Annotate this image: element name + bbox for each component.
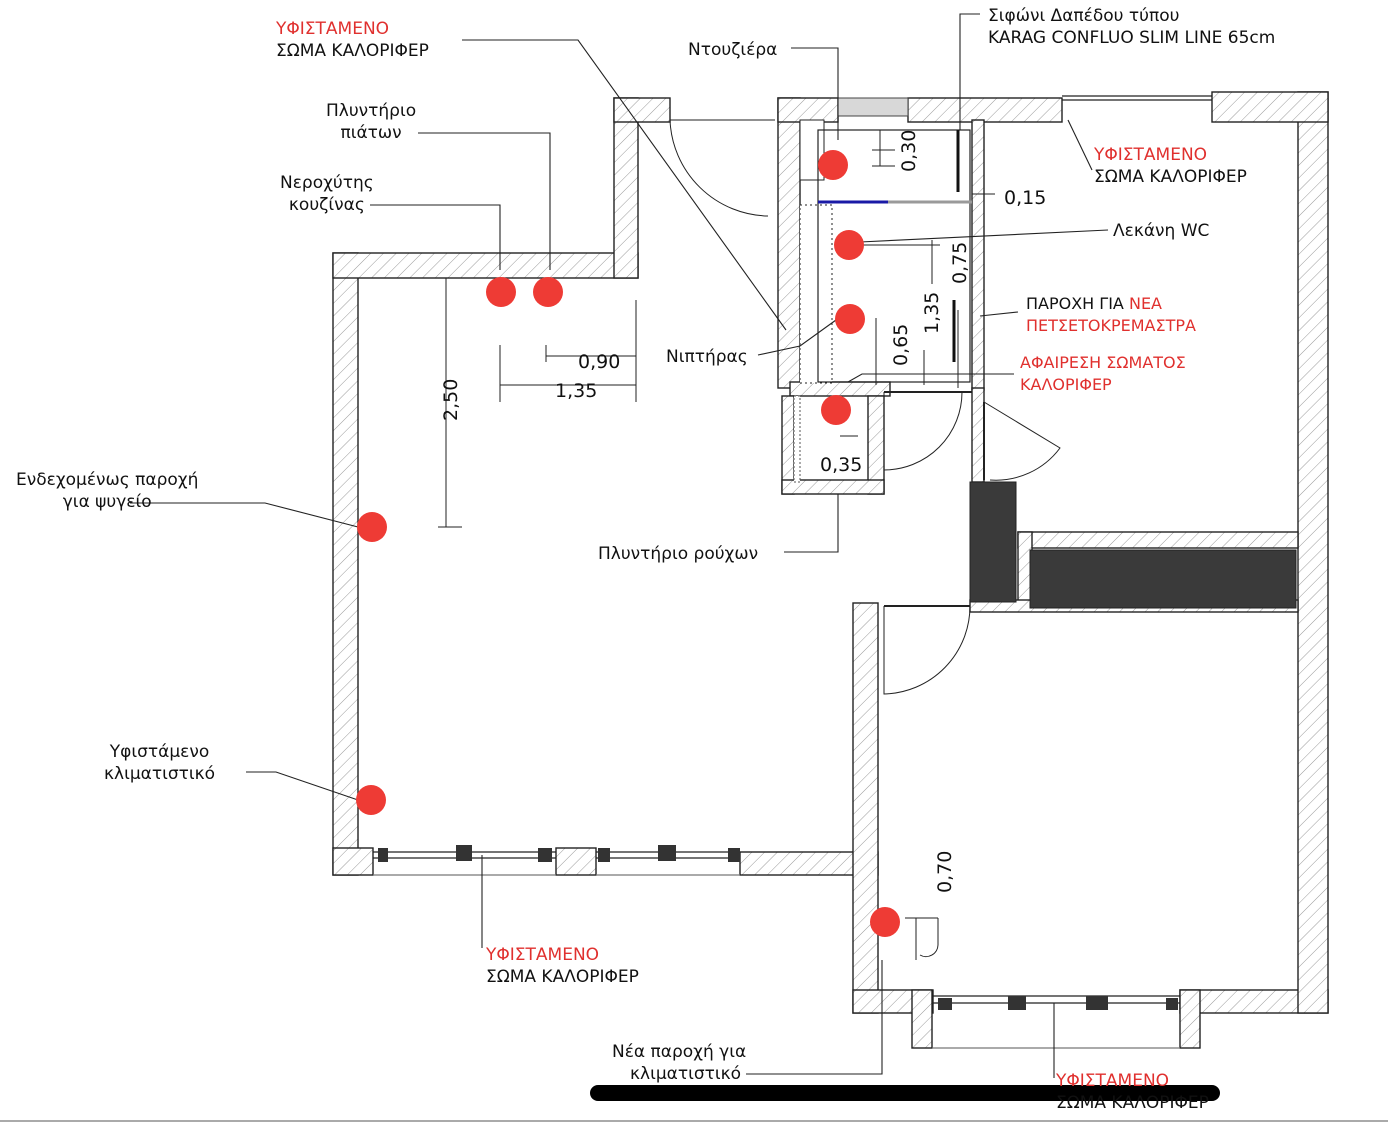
label-shower: Ντουζιέρα xyxy=(688,39,777,61)
label-radiator-bl: ΣΩΜΑ ΚΑΛΟΡΙΦΕΡ xyxy=(486,967,639,987)
label-shower-text: Ντουζιέρα xyxy=(688,40,778,60)
wall-top-left xyxy=(613,97,671,123)
wall-bottom-recess-right xyxy=(1179,989,1201,1049)
label-existing-r: ΥΦΙΣΤΑΜΕΝΟ xyxy=(1094,145,1208,165)
wall-right xyxy=(1297,91,1329,1014)
dim-065: 0,65 xyxy=(890,324,912,366)
label-towel-new: ΝΕΑ xyxy=(1128,294,1162,313)
wall-corridor-right xyxy=(971,387,985,483)
label-towel-line2: ΠΕΤΣΕΤΟΚΡΕΜΑΣΤΡΑ xyxy=(1026,316,1196,335)
wall-room-corner xyxy=(1017,531,1299,549)
wall-laundry-bottom xyxy=(781,479,885,495)
label-washing-machine: Πλυντήριο ρούχων xyxy=(598,543,758,565)
point-shower xyxy=(818,150,848,180)
label-wc: Λεκάνη WC xyxy=(1113,220,1209,242)
label-drain-line2: KARAG CONFLUO SLIM LINE 65cm xyxy=(988,28,1276,48)
dim-030: 0,30 xyxy=(898,130,920,172)
wall-left xyxy=(332,252,359,876)
windows xyxy=(373,95,1212,1049)
label-radiator-br: ΣΩΜΑ ΚΑΛΟΡΙΦΕΡ xyxy=(1056,1093,1209,1113)
door-swings xyxy=(669,119,1061,695)
label-towel-supply-for: ΠΑΡΟΧΗ ΓΙΑ xyxy=(1026,294,1129,313)
point-new-ac xyxy=(870,907,900,937)
label-floor-drain: Σιφώνι Δαπέδου τύπου KARAG CONFLUO SLIM … xyxy=(988,5,1275,49)
bath-duct xyxy=(799,204,833,384)
wardrobe-long xyxy=(1029,549,1297,609)
wall-living-left xyxy=(852,602,879,1014)
point-sink xyxy=(486,277,516,307)
label-radiator: ΣΩΜΑ ΚΑΛΟΡΙΦΕΡ xyxy=(276,41,429,61)
label-existing-br: ΥΦΙΣΤΑΜΕΝΟ xyxy=(1056,1071,1170,1091)
label-ac-line2: κλιματιστικό xyxy=(104,764,216,784)
label-ac-line1: Υφιστάμενο xyxy=(109,742,210,762)
label-radiator-r: ΣΩΜΑ ΚΑΛΟΡΙΦΕΡ xyxy=(1094,167,1247,187)
label-dishwasher: Πλυντήριο πιάτων xyxy=(326,100,416,144)
label-new-ac-line2: κλιματιστικό xyxy=(630,1064,742,1084)
label-existing-radiator-bottom-right: ΥΦΙΣΤΑΜΕΝΟ ΣΩΜΑ ΚΑΛΟΡΙΦΕΡ xyxy=(1056,1070,1209,1114)
point-basin xyxy=(835,304,865,334)
label-sink-line1: Νεροχύτης xyxy=(280,173,374,193)
wardrobe-block xyxy=(969,481,1017,603)
wall-bath-bottom xyxy=(789,381,891,397)
points xyxy=(356,150,900,937)
dim-135-horizontal: 1,35 xyxy=(555,380,597,402)
wall-laundry-left xyxy=(781,395,795,495)
wall-laundry-right xyxy=(867,395,885,495)
label-fridge-line2: για ψυγείο xyxy=(62,492,152,512)
walls xyxy=(332,91,1329,1049)
dim-015: 0,15 xyxy=(1004,187,1046,209)
wall-bottom-mid-pier xyxy=(555,847,597,876)
bath-inner xyxy=(817,129,971,383)
label-fridge-supply: Ενδεχομένως παροχή για ψυγείο xyxy=(16,469,198,513)
label-existing-ac: Υφιστάμενο κλιματιστικό xyxy=(104,741,215,785)
label-towel-rail-supply: ΠΑΡΟΧΗ ΓΙΑ ΝΕΑ ΠΕΤΣΕΤΟΚΡΕΜΑΣΤΡΑ xyxy=(1026,293,1196,337)
label-towel-line1: ΠΑΡΟΧΗ ΓΙΑ ΝΕΑ xyxy=(1026,293,1196,315)
wall-kitchen-top xyxy=(332,252,639,279)
wall-top-mid xyxy=(907,97,1063,123)
label-washer-text: Πλυντήριο ρούχων xyxy=(598,544,759,564)
dim-070: 0,70 xyxy=(934,851,956,893)
dim-075: 0,75 xyxy=(949,242,971,284)
label-existing-radiator-bottom-left: ΥΦΙΣΤΑΜΕΝΟ ΣΩΜΑ ΚΑΛΟΡΙΦΕΡ xyxy=(486,944,639,988)
dim-090: 0,90 xyxy=(578,351,620,373)
label-kitchen-sink: Νεροχύτης κουζίνας xyxy=(280,172,374,216)
wall-top-right xyxy=(1211,91,1329,123)
wall-bath-top xyxy=(777,97,839,123)
label-basin: Νιπτήρας xyxy=(666,346,748,368)
label-dishwasher-line1: Πλυντήριο xyxy=(326,101,417,121)
dim-135-vertical: 1,35 xyxy=(921,292,943,334)
dim-035: 0,35 xyxy=(820,454,862,476)
point-fridge xyxy=(357,512,387,542)
label-wc-text: Λεκάνη WC xyxy=(1113,221,1210,241)
wall-bath-right xyxy=(971,119,985,391)
label-basin-text: Νιπτήρας xyxy=(666,347,748,367)
label-remove-radiator: ΑΦΑΙΡΕΣΗ ΣΩΜΑΤΟΣ ΚΑΛΟΡΙΦΕΡ xyxy=(1020,352,1186,396)
label-existing-bl: ΥΦΙΣΤΑΜΕΝΟ xyxy=(486,945,600,965)
label-existing-radiator-right: ΥΦΙΣΤΑΜΕΝΟ ΣΩΜΑ ΚΑΛΟΡΙΦΕΡ xyxy=(1094,144,1247,188)
wall-kitchen-step xyxy=(613,97,639,279)
dim-250: 2,50 xyxy=(440,379,462,421)
label-existing-radiator-top: ΥΦΙΣΤΑΜΕΝΟ ΣΩΜΑ ΚΑΛΟΡΙΦΕΡ xyxy=(276,18,429,62)
window-handles xyxy=(378,845,1178,1010)
point-washer xyxy=(821,395,851,425)
wall-bottom-left-pier xyxy=(332,847,374,876)
label-sink-line2: κουζίνας xyxy=(288,195,365,215)
leader-lines xyxy=(130,13,1109,1078)
label-new-ac-supply: Νέα παροχή για κλιματιστικό xyxy=(612,1041,746,1085)
label-new-ac-line1: Νέα παροχή για xyxy=(612,1042,747,1062)
point-dishwasher xyxy=(533,277,563,307)
wall-bath-left xyxy=(777,97,801,389)
point-ac xyxy=(356,785,386,815)
label-drain-line1: Σιφώνι Δαπέδου τύπου xyxy=(988,6,1180,26)
wall-bottom-recess-left xyxy=(911,989,933,1049)
label-fridge-line1: Ενδεχομένως παροχή xyxy=(16,470,199,490)
point-wc xyxy=(834,230,864,260)
label-remove-line2: ΚΑΛΟΡΙΦΕΡ xyxy=(1020,375,1112,394)
label-remove-line1: ΑΦΑΙΡΕΣΗ ΣΩΜΑΤΟΣ xyxy=(1020,353,1186,372)
laundry-duct xyxy=(793,395,801,483)
label-dishwasher-line2: πιάτων xyxy=(340,123,402,143)
label-existing: ΥΦΙΣΤΑΜΕΝΟ xyxy=(276,19,390,39)
skylight xyxy=(837,97,909,117)
